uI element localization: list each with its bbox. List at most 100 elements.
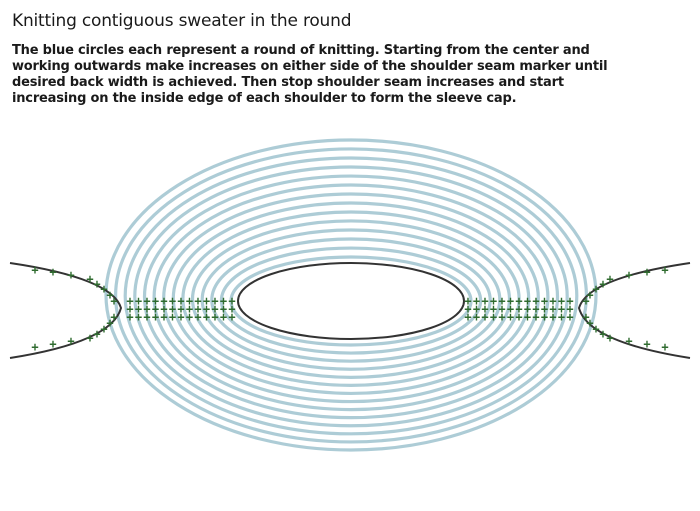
- increase-mark: +: [498, 302, 505, 316]
- increase-mark: +: [228, 310, 235, 324]
- increase-mark: +: [586, 316, 593, 330]
- knitting-rounds: [104, 138, 598, 452]
- increase-mark: +: [93, 277, 100, 291]
- increase-mark: +: [490, 294, 497, 308]
- increase-mark: +: [126, 302, 133, 316]
- knitting-round: [229, 255, 473, 347]
- increase-mark: +: [93, 327, 100, 341]
- increase-mark: +: [135, 294, 142, 308]
- increase-mark: +: [524, 310, 531, 324]
- knitting-round: [104, 138, 598, 452]
- increase-mark: +: [515, 302, 522, 316]
- diagram-description: The blue circles each represent a round …: [12, 43, 608, 106]
- increase-mark: +: [169, 294, 176, 308]
- increase-mark: +: [194, 294, 201, 308]
- increase-mark: +: [126, 310, 133, 324]
- increase-mark: +: [490, 302, 497, 316]
- increase-mark: +: [203, 310, 210, 324]
- increase-mark: +: [464, 310, 471, 324]
- increase-mark: +: [566, 310, 573, 324]
- increase-mark: +: [481, 294, 488, 308]
- increase-mark: +: [169, 302, 176, 316]
- increase-mark: +: [558, 310, 565, 324]
- increase-mark: +: [481, 302, 488, 316]
- knitting-round: [210, 237, 492, 363]
- increase-mark: +: [507, 310, 514, 324]
- increase-mark: +: [498, 294, 505, 308]
- increase-mark: +: [110, 310, 117, 324]
- increase-mark: +: [152, 302, 159, 316]
- neck-opening: [237, 262, 465, 340]
- increase-mark: +: [220, 302, 227, 316]
- increase-mark: +: [643, 337, 650, 351]
- left-sleeve-edge: [9, 262, 123, 359]
- increase-mark: +: [532, 310, 539, 324]
- increase-mark: +: [586, 288, 593, 302]
- increase-mark: +: [661, 263, 668, 277]
- knitting-round: [133, 165, 569, 428]
- increase-mark: +: [86, 331, 93, 345]
- increase-mark: +: [473, 310, 480, 324]
- increase-mark: +: [67, 334, 74, 348]
- increase-mark: +: [515, 310, 522, 324]
- increase-mark: +: [625, 334, 632, 348]
- increase-mark: +: [220, 310, 227, 324]
- increase-mark: +: [194, 310, 201, 324]
- increase-mark: +: [194, 302, 201, 316]
- increase-mark: +: [143, 310, 150, 324]
- increase-mark: +: [228, 302, 235, 316]
- knitting-round: [152, 183, 550, 412]
- right-sleeve-edge: [577, 262, 691, 359]
- increase-mark: +: [135, 302, 142, 316]
- knitting-round: [171, 201, 531, 396]
- increase-mark: +: [100, 322, 107, 336]
- knitting-round: [162, 192, 540, 404]
- increase-mark: +: [599, 327, 606, 341]
- knitting-round: [142, 174, 560, 420]
- increase-mark: +: [220, 294, 227, 308]
- increase-mark: +: [177, 310, 184, 324]
- knitting-round: [190, 219, 512, 379]
- outlines: [9, 262, 691, 359]
- increase-mark: +: [160, 302, 167, 316]
- increase-mark: +: [606, 331, 613, 345]
- increase-mark: +: [599, 277, 606, 291]
- increase-mark: +: [160, 310, 167, 324]
- increase-mark: +: [558, 294, 565, 308]
- increase-mark: +: [566, 302, 573, 316]
- increase-mark: +: [67, 268, 74, 282]
- increase-mark: +: [143, 302, 150, 316]
- increase-mark: +: [49, 337, 56, 351]
- increase-mark: +: [228, 294, 235, 308]
- increase-mark: +: [592, 322, 599, 336]
- increase-mark: +: [186, 302, 193, 316]
- increase-mark: +: [86, 272, 93, 286]
- increase-mark: +: [177, 294, 184, 308]
- increase-mark: +: [541, 294, 548, 308]
- increase-mark: +: [169, 310, 176, 324]
- increase-mark: +: [100, 282, 107, 296]
- increase-mark: +: [211, 294, 218, 308]
- increase-mark: +: [106, 316, 113, 330]
- increase-mark: +: [211, 302, 218, 316]
- increase-mark: +: [541, 302, 548, 316]
- increase-mark: +: [160, 294, 167, 308]
- increase-mark: +: [464, 294, 471, 308]
- increase-mark: +: [481, 310, 488, 324]
- increase-mark: +: [203, 302, 210, 316]
- increase-mark: +: [143, 294, 150, 308]
- increase-mark: +: [524, 302, 531, 316]
- increase-mark: +: [549, 310, 556, 324]
- increase-mark: +: [464, 302, 471, 316]
- increase-mark: +: [524, 294, 531, 308]
- increase-marks: ++++++++++++++++++++++++++++++++++++++++…: [31, 263, 668, 354]
- increase-mark: +: [152, 294, 159, 308]
- increase-mark: +: [152, 310, 159, 324]
- knitting-round: [219, 246, 483, 355]
- increase-mark: +: [606, 272, 613, 286]
- increase-mark: +: [473, 294, 480, 308]
- increase-mark: +: [135, 310, 142, 324]
- increase-mark: +: [177, 302, 184, 316]
- knitting-round: [123, 156, 579, 436]
